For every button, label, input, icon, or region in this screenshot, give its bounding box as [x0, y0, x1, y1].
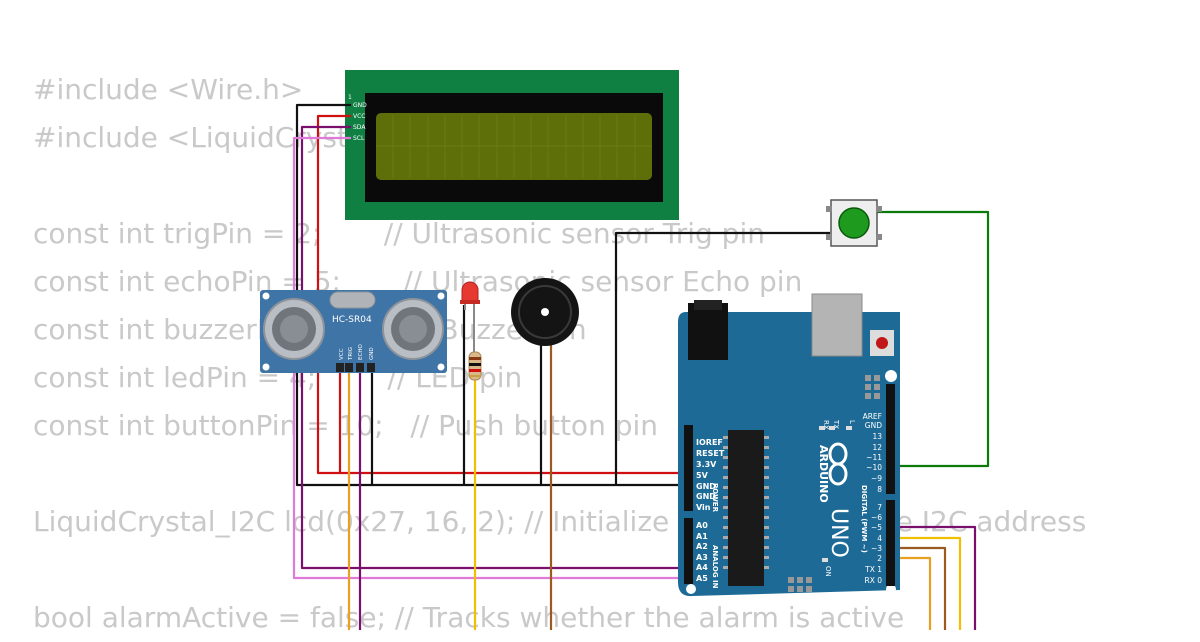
digital-pin-label: ~3 [871, 544, 882, 553]
wire-button-gnd[interactable] [614, 231, 830, 485]
lcd-pin-label: VCC [353, 113, 365, 120]
digital-pin-label: 12 [872, 443, 882, 452]
digital-pin-label: TX 1 [864, 565, 882, 574]
digital-header-top [886, 384, 895, 494]
sensor-mount-hole [437, 363, 445, 371]
sensor-mount-hole [437, 292, 445, 300]
digital-pin-label: 8 [877, 485, 882, 494]
button-cap [838, 207, 870, 239]
icsp-header-bottom [788, 577, 812, 592]
led-label-tx: TX [832, 419, 840, 429]
analog-header [684, 518, 693, 584]
code-line: const int buttonPin = 10; // Push button… [33, 409, 659, 442]
buzzer[interactable] [511, 278, 579, 346]
power-pin-label: 5V [696, 471, 709, 480]
sensor-mount-hole [262, 292, 270, 300]
power-pin-label: RESET [696, 449, 725, 458]
power-pin-label: IOREF [696, 438, 723, 447]
digital-pin-label: 2 [877, 554, 882, 563]
sensor-transducer-left [263, 298, 325, 360]
analog-pin-label: A0 [696, 521, 708, 530]
power-header [684, 425, 693, 511]
sensor-crystal [329, 291, 376, 309]
on-label: ON [824, 566, 832, 577]
digital-pin-label: AREF [863, 412, 882, 421]
resistor[interactable] [468, 351, 482, 381]
led-label-l: L [848, 420, 856, 424]
led[interactable] [460, 281, 480, 352]
wire-pin5[interactable] [889, 525, 977, 630]
code-line: #include <Wire.h> [33, 73, 304, 106]
digital-pin-label: ~5 [871, 523, 882, 532]
digital-header-title: DIGITAL (PWM ~) [860, 485, 868, 553]
sensor-pin-label: ECHO [358, 344, 364, 360]
digital-pin-label: ~10 [866, 463, 882, 472]
sensor-pin-label: VCC [339, 348, 345, 360]
analog-pin-label: A5 [696, 574, 708, 583]
analog-pin-label: A1 [696, 532, 708, 541]
sensor-label: HC-SR04 [332, 315, 372, 325]
wire-pin4[interactable] [889, 536, 962, 630]
digital-pin-label: ~9 [871, 474, 882, 483]
digital-pin-label: RX 0 [864, 576, 882, 585]
digital-header-bottom [886, 500, 895, 586]
analog-header-title: ANALOG IN [711, 545, 719, 589]
lcd-char-grid [376, 115, 652, 178]
analog-pin-label: A3 [696, 553, 708, 562]
sensor-pin-label: GND [369, 347, 375, 360]
lcd-pin-label: SCL [353, 135, 365, 142]
digital-pin-label: 7 [877, 503, 882, 512]
sensor-header [336, 363, 375, 372]
arduino-brand: ARDUINO [817, 445, 830, 503]
microcontroller-chip [728, 430, 764, 586]
led-body [461, 281, 479, 303]
lcd-pin-label: SDA [353, 124, 366, 131]
arduino-logo [828, 442, 848, 486]
wire-pin2[interactable] [889, 556, 932, 630]
wire-pin3[interactable] [889, 546, 947, 630]
ultrasonic-sensor[interactable]: HC-SR04 VCC TRIG ECHO GND [260, 290, 447, 373]
power-pin-label: 3.3V [696, 460, 717, 469]
arduino-uno[interactable]: IOREF RESET 3.3V 5V GND GND Vin POWER A0… [678, 293, 900, 597]
power-header-title: POWER [711, 483, 719, 513]
digital-pin-label: 4 [877, 534, 882, 543]
chip-pins [723, 436, 769, 569]
power-jack [688, 303, 728, 360]
icsp-header [865, 375, 880, 399]
sensor-pin-label: TRIG [348, 347, 354, 361]
wire-button-signal[interactable] [877, 210, 990, 468]
sensor-transducer-right [382, 298, 444, 360]
power-pin-label: GND [696, 482, 716, 491]
arduino-model: UNO [826, 508, 851, 558]
lcd-module[interactable]: 1 GND VCC SDA SCL [345, 70, 679, 220]
digital-pin-label: ~11 [866, 453, 882, 462]
analog-pin-label: A2 [696, 542, 708, 551]
analog-pin-label: A4 [696, 563, 708, 572]
sensor-mount-hole [262, 363, 270, 371]
push-button[interactable] [826, 199, 882, 247]
digital-pin-label: ~6 [871, 513, 882, 522]
usb-port [811, 293, 863, 357]
power-pin-label: GND [696, 492, 716, 501]
led-label-rx: RX [822, 420, 830, 430]
power-pin-label: Vin [696, 503, 711, 512]
lcd-pin-label: GND [353, 102, 367, 109]
lcd-pin-label: 1 [348, 94, 352, 101]
digital-pin-label: GND [865, 421, 882, 430]
digital-pin-label: 13 [872, 432, 882, 441]
